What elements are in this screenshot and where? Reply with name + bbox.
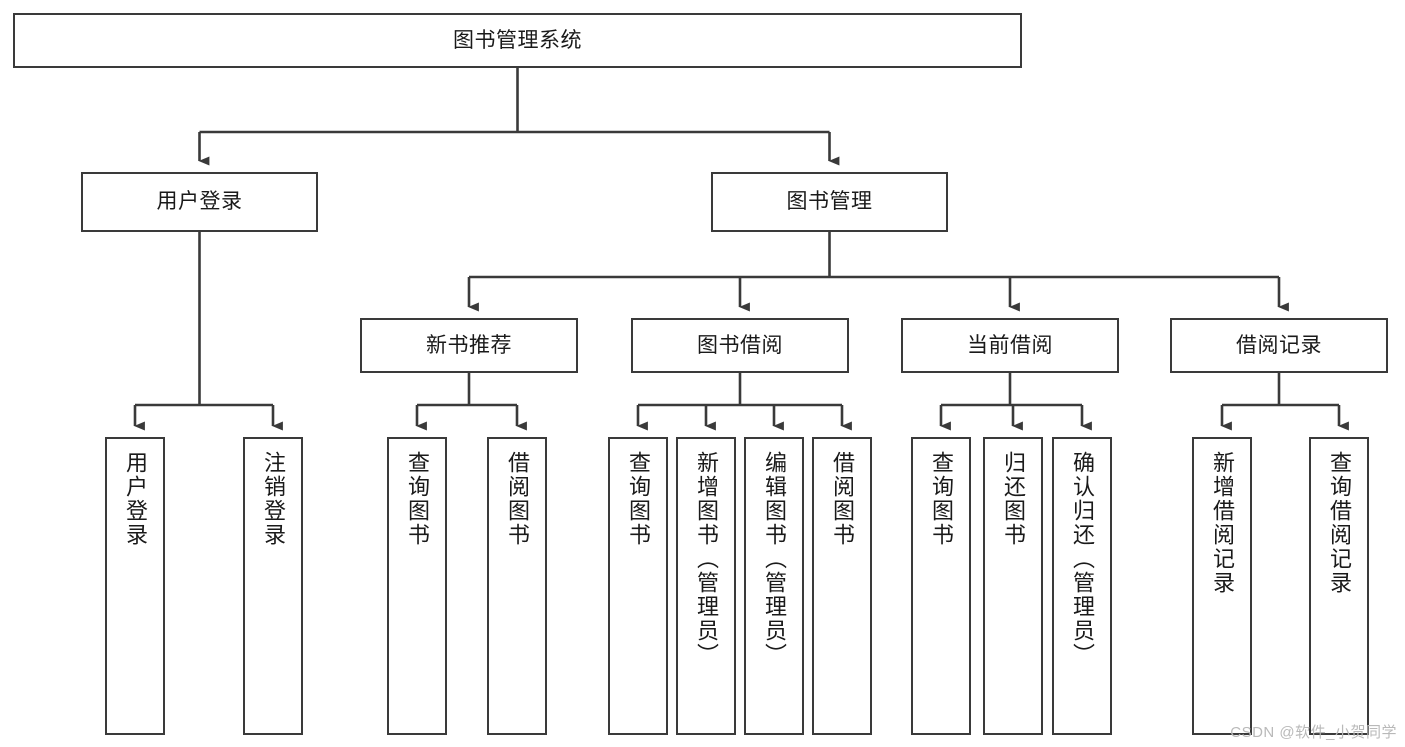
node-label: 新增图书（管理员）: [693, 451, 719, 667]
node-leaf-edit-book[interactable]: 编辑图书（管理员）: [744, 437, 804, 735]
node-leaf-return-book[interactable]: 归还图书: [983, 437, 1043, 735]
node-book-borrow[interactable]: 图书借阅: [631, 318, 849, 373]
node-label: 用户登录: [122, 451, 148, 547]
node-leaf-add-record[interactable]: 新增借阅记录: [1192, 437, 1252, 735]
node-label: 用户登录: [156, 190, 243, 214]
node-leaf-query-book-2[interactable]: 查询图书: [608, 437, 668, 735]
node-label: 新增借阅记录: [1209, 451, 1235, 595]
node-label: 查询图书: [928, 451, 954, 547]
node-leaf-query-book-3[interactable]: 查询图书: [911, 437, 971, 735]
node-label: 当前借阅: [967, 333, 1053, 357]
node-current-borrow[interactable]: 当前借阅: [901, 318, 1119, 373]
node-borrow-record[interactable]: 借阅记录: [1170, 318, 1388, 373]
node-new-book-rec[interactable]: 新书推荐: [360, 318, 578, 373]
node-leaf-user-login[interactable]: 用户登录: [105, 437, 165, 735]
node-root[interactable]: 图书管理系统: [13, 13, 1022, 68]
node-label: 确认归还（管理员）: [1069, 451, 1095, 667]
node-label: 借阅图书: [829, 451, 855, 547]
node-label: 归还图书: [1000, 451, 1026, 547]
node-label: 借阅图书: [504, 451, 530, 547]
node-label: 借阅记录: [1236, 333, 1322, 357]
node-label: 查询图书: [404, 451, 430, 547]
node-leaf-borrow-book-2[interactable]: 借阅图书: [812, 437, 872, 735]
node-label: 编辑图书（管理员）: [761, 451, 787, 667]
node-label: 注销登录: [260, 451, 286, 547]
node-leaf-query-book-1[interactable]: 查询图书: [387, 437, 447, 735]
node-label: 图书管理: [786, 190, 873, 214]
node-book-manage[interactable]: 图书管理: [711, 172, 948, 232]
node-label: 查询图书: [625, 451, 651, 547]
node-leaf-logout[interactable]: 注销登录: [243, 437, 303, 735]
node-label: 查询借阅记录: [1326, 451, 1352, 595]
node-label: 图书借阅: [697, 333, 783, 357]
node-leaf-query-record[interactable]: 查询借阅记录: [1309, 437, 1369, 735]
node-leaf-borrow-book-1[interactable]: 借阅图书: [487, 437, 547, 735]
node-user-login[interactable]: 用户登录: [81, 172, 318, 232]
node-label: 新书推荐: [426, 333, 512, 357]
csdn-watermark: CSDN @软件_小贺同学: [1230, 724, 1397, 741]
node-label: 图书管理系统: [453, 28, 582, 52]
node-leaf-confirm-return[interactable]: 确认归还（管理员）: [1052, 437, 1112, 735]
node-leaf-add-book[interactable]: 新增图书（管理员）: [676, 437, 736, 735]
